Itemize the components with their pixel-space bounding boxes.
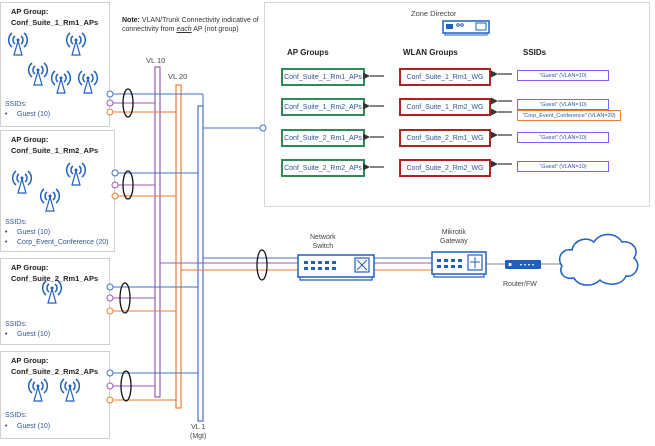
ssids-label: SSIDs: <box>5 219 27 226</box>
ap-groups-header: AP Groups <box>287 48 329 57</box>
mapping-arrows <box>362 70 512 171</box>
wlan-group-entry: Conf_Suite_2_Rm1_WG <box>399 129 491 147</box>
access-point-icon <box>7 32 29 56</box>
wlan-groups-header: WLAN Groups <box>403 48 458 57</box>
trunk-bundle-ring <box>122 88 134 118</box>
vlan-1-label: VL 1(Mgt) <box>190 424 207 440</box>
wlan-group-entry: Conf_Suite_2_Rm2_WG <box>399 159 491 177</box>
vlan-10-trunk <box>154 66 161 398</box>
access-point-icon <box>39 188 61 212</box>
router-fw-label: Router/FW <box>503 281 537 288</box>
vlan-20-label: VL 20 <box>168 72 188 81</box>
connectivity-note: Note: VLAN/Trunk Connectivity indicative… <box>122 17 259 33</box>
ssid-entry: “Corp_Event_Conference” (VLAN=20) <box>517 110 621 121</box>
ssids-label: SSIDs: <box>5 412 27 419</box>
ap-icons-group-1 <box>7 32 99 94</box>
ap-group-box-3: AP Group:Conf_Suite_2_Rm1_APs SSIDs: •Gu… <box>0 258 110 345</box>
ssid-item: •Guest (10) <box>5 331 51 338</box>
ap-group-box-1: AP Group:Conf_Suite_1_Rm1_APs SSIDs: •Gu… <box>0 2 110 127</box>
ssids-header: SSIDs <box>523 48 547 57</box>
ap-group-4-links <box>106 369 198 404</box>
ap-group-3-links <box>106 282 198 315</box>
ssid-item: •Guest (10) <box>5 111 51 118</box>
zone-director-panel: Zone Director AP Groups WLAN Groups SSID… <box>264 2 650 207</box>
ssid-item: •Guest (10) <box>5 423 51 430</box>
access-point-icon <box>27 62 49 86</box>
wlan-group-entry: Conf_Suite_1_Rm1_WG <box>399 68 491 86</box>
access-point-icon <box>11 170 33 194</box>
access-point-icon <box>77 70 99 94</box>
ap-icons-group-3 <box>41 280 63 304</box>
trunk-bundle-ring <box>256 249 268 281</box>
ap-icons-group-4 <box>27 378 81 402</box>
vlan-20-trunk <box>175 84 182 409</box>
ap-icons-group-2 <box>11 162 87 212</box>
ssids-label: SSIDs: <box>5 101 27 108</box>
ap-group-2-links <box>111 169 198 200</box>
trunk-bundle-ring <box>120 370 132 402</box>
trunk-to-switch <box>160 249 298 281</box>
ap-group-title: AP Group:Conf_Suite_1_Rm1_APs <box>11 7 99 27</box>
ap-group-1-links <box>106 88 204 118</box>
ap-group-box-4: AP Group:Conf_Suite_2_Rm2_APs SSIDs: •Gu… <box>0 351 110 439</box>
access-point-icon <box>50 70 72 94</box>
ssid-entry: “Guest” (VLAN=10) <box>517 161 609 172</box>
ssid-entry: “Guest” (VLAN=10) <box>517 99 609 110</box>
trunk-bundle-ring <box>122 170 134 200</box>
internet-cloud-icon <box>558 233 639 286</box>
ssid-entry: “Guest” (VLAN=10) <box>517 132 609 143</box>
vlan-10-label: VL 10 <box>146 56 166 65</box>
access-point-icon <box>59 378 81 402</box>
access-point-icon <box>65 32 87 56</box>
router-fw-icon <box>505 260 541 269</box>
zone-director-device-icon <box>442 20 490 36</box>
ssid-item: •Corp_Event_Conference (20) <box>5 239 109 246</box>
zone-director-port <box>259 124 267 132</box>
ssid-item: •Guest (10) <box>5 229 51 236</box>
ssids-label: SSIDs: <box>5 321 27 328</box>
access-point-icon <box>27 378 49 402</box>
wlan-group-entry: Conf_Suite_1_Rm2_WG <box>399 98 491 116</box>
network-switch-icon <box>297 254 375 281</box>
zone-director-title: Zone Director <box>411 9 457 18</box>
ap-group-title: AP Group:Conf_Suite_2_Rm2_APs <box>11 356 99 376</box>
mikrotik-gateway-icon <box>431 251 487 278</box>
trunk-bundle-ring <box>119 282 131 314</box>
access-point-icon <box>65 162 87 186</box>
ap-group-title: AP Group:Conf_Suite_1_Rm2_APs <box>11 135 99 155</box>
access-point-icon <box>41 280 63 304</box>
trunk-to-gateway <box>372 257 432 271</box>
ssid-entry: “Guest” (VLAN=10) <box>517 70 609 81</box>
ap-group-title: AP Group:Conf_Suite_2_Rm1_APs <box>11 263 99 283</box>
